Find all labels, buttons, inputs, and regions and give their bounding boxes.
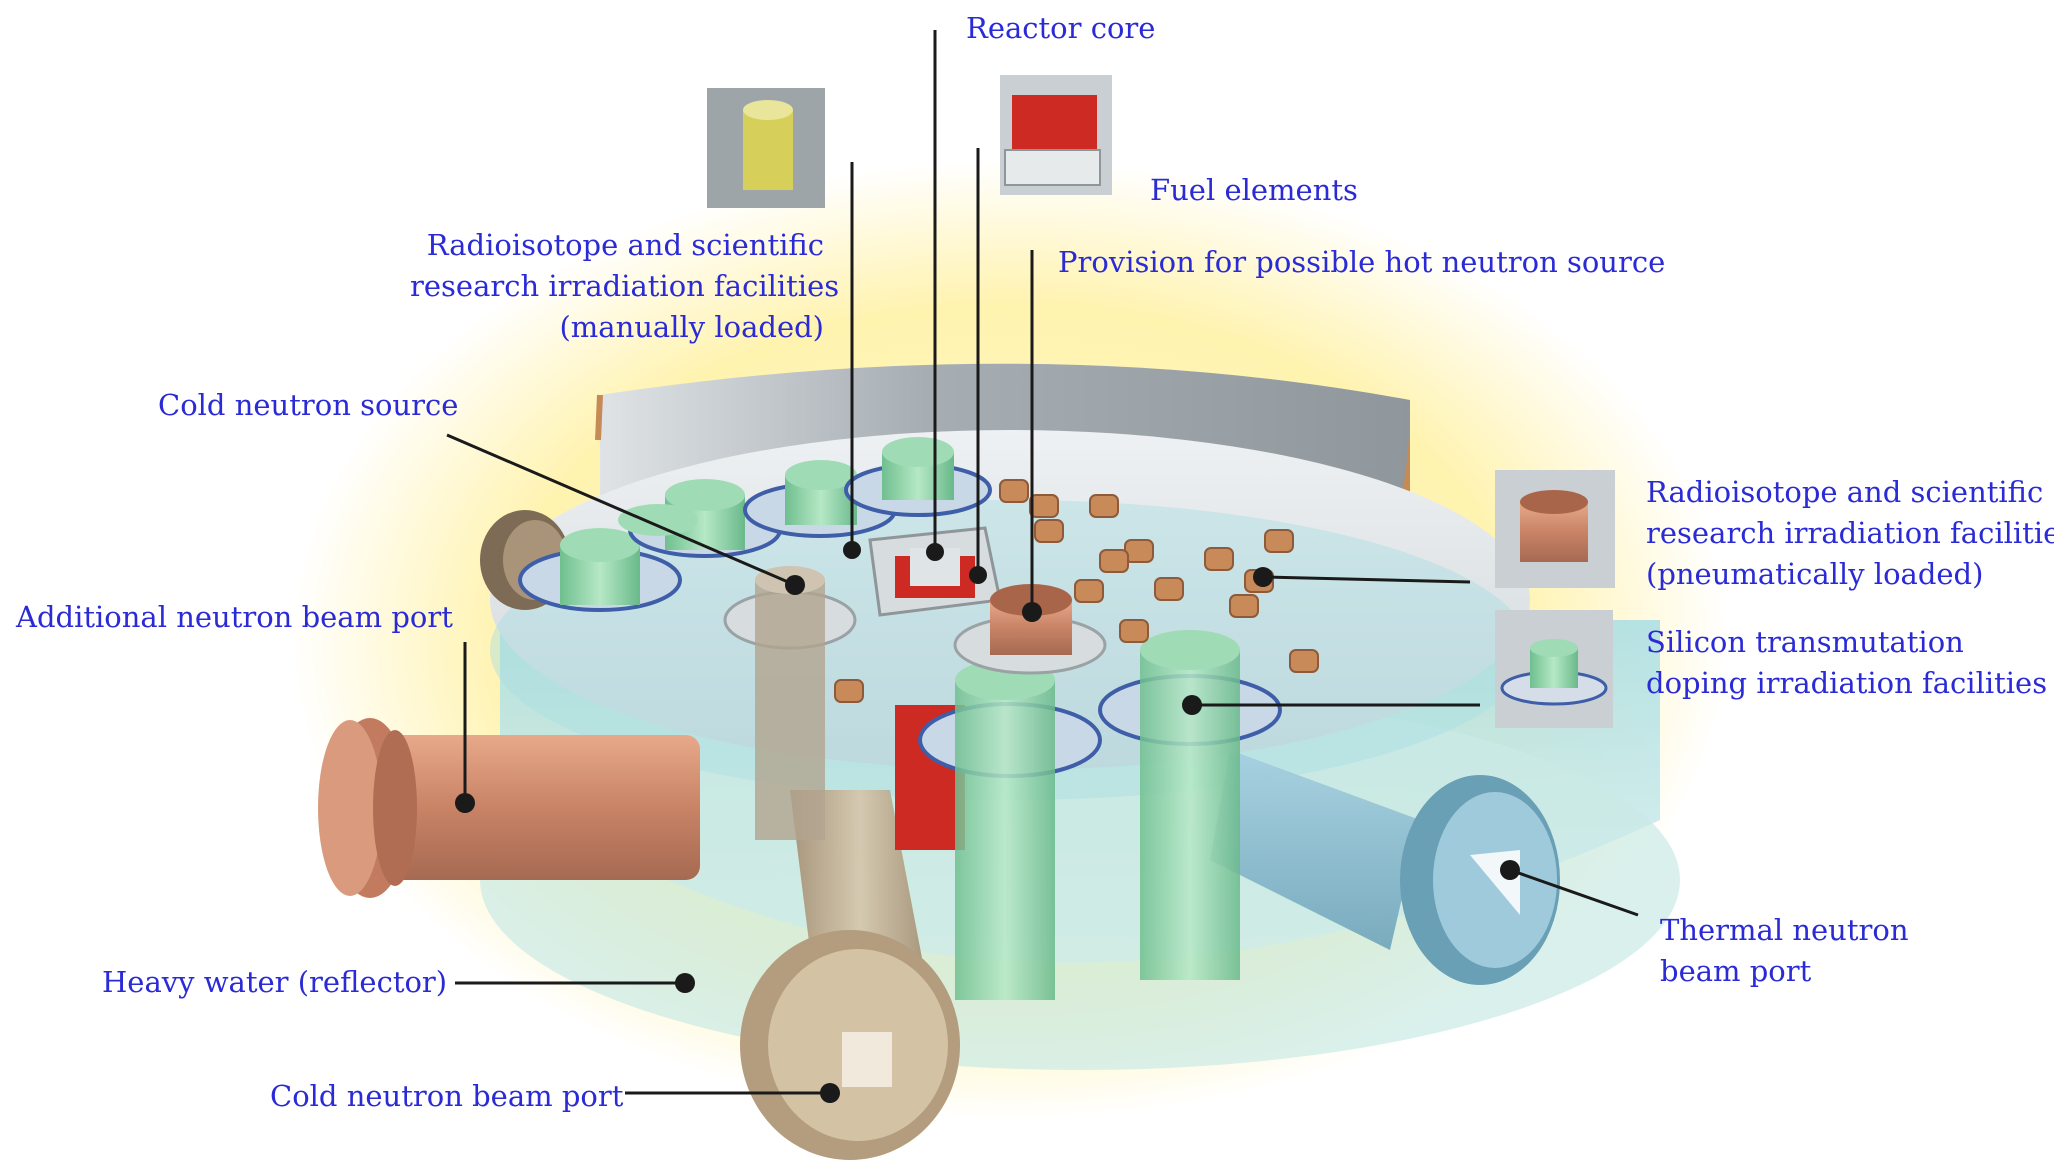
inset-fuel-elements <box>1000 75 1112 195</box>
inset-silicon-doping <box>1495 610 1613 728</box>
label-manual-irradiation: Radioisotope and scientific research irr… <box>410 228 840 344</box>
inset-copper-tube <box>1495 470 1615 588</box>
label-thermal-beam-port: Thermal neutron beam port <box>1660 913 1909 988</box>
leader-dots <box>455 541 1520 1103</box>
label-pneumatic-irradiation: Radioisotope and scientific research irr… <box>1646 475 2054 591</box>
label-hot-neutron-source: Provision for possible hot neutron sourc… <box>1058 245 1666 279</box>
leader-pneumatic <box>1262 575 1471 584</box>
leader-cold-source <box>446 433 796 587</box>
label-cold-neutron-source: Cold neutron source <box>158 388 459 422</box>
vessel-wall-rim-left <box>595 394 603 441</box>
inset-yellow-tube <box>707 88 825 208</box>
label-fuel-elements: Fuel elements <box>1150 173 1358 207</box>
label-additional-beam-port: Additional neutron beam port <box>16 600 453 634</box>
label-cold-beam-port: Cold neutron beam port <box>270 1079 624 1113</box>
label-reactor-core: Reactor core <box>966 11 1156 45</box>
cold-source-assembly <box>723 566 857 840</box>
additional-beam-port <box>318 718 700 898</box>
thermal-beam-port-assembly <box>1210 750 1560 985</box>
small-copper-tubes <box>834 479 1319 703</box>
leader-thermal-port <box>1509 868 1639 917</box>
label-heavy-water: Heavy water (reflector) <box>102 965 448 999</box>
leader-lines <box>446 30 1639 1095</box>
label-silicon-doping: Silicon transmutation doping irradiation… <box>1646 625 2048 700</box>
